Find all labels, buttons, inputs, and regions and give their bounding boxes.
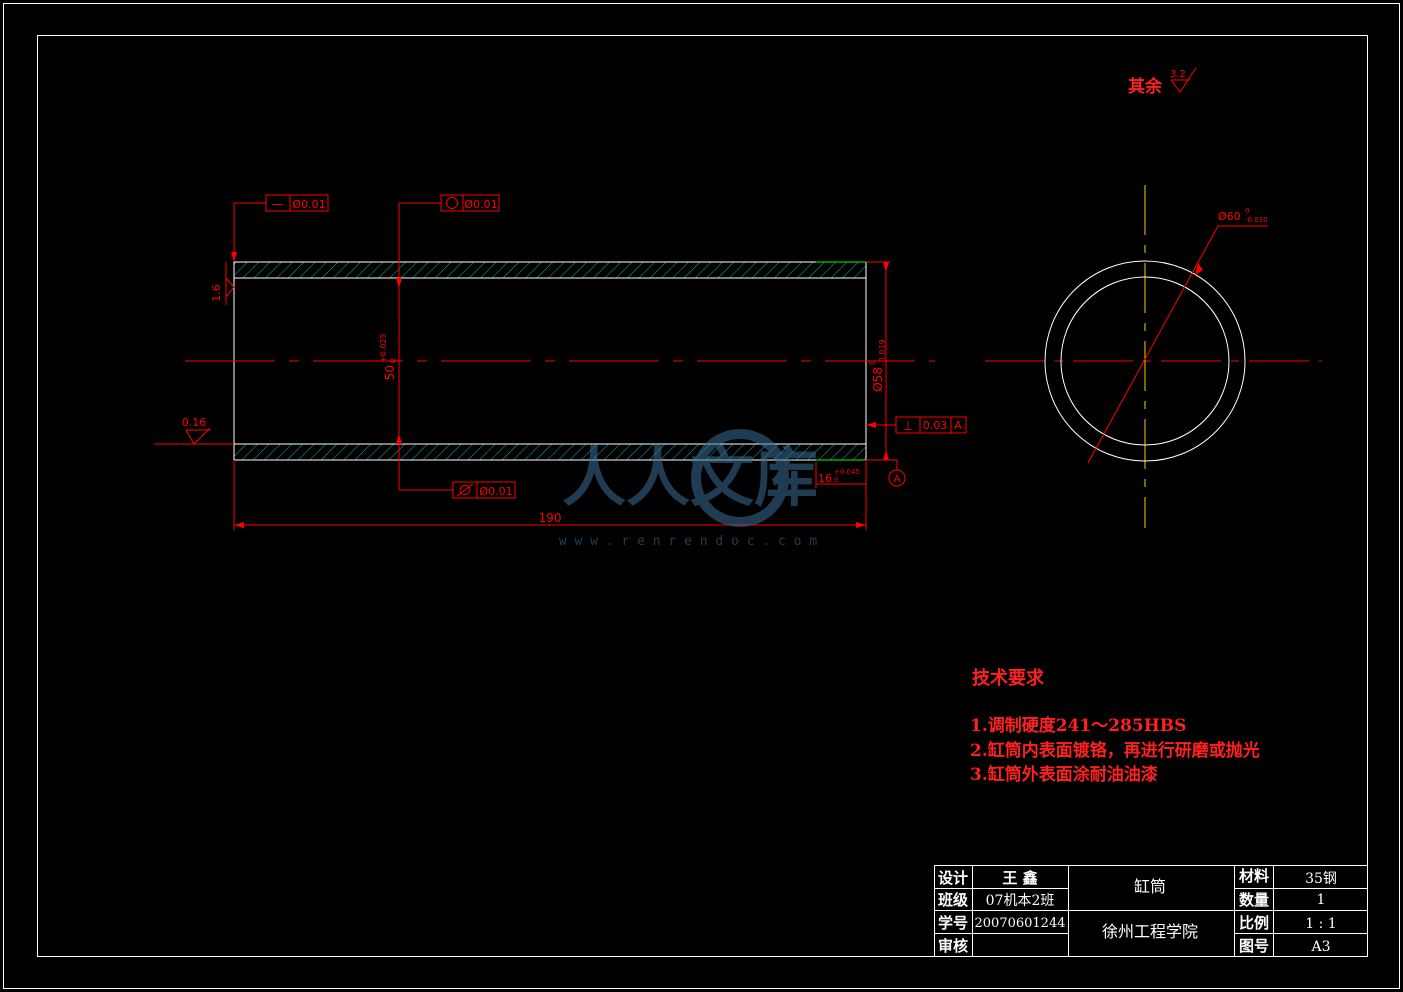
circularity-icon xyxy=(446,197,458,209)
cylindricity-icon xyxy=(456,483,474,497)
tb-value-drawing-no: A3 xyxy=(1310,939,1330,955)
straightness-gdt: — Ø0.01 xyxy=(231,194,329,262)
tb-label-scale: 比例 xyxy=(1239,914,1269,932)
depth-tol-lower: 0 xyxy=(834,476,838,484)
perpendicularity-value: 0.03 xyxy=(923,419,948,432)
roughness-left-top: 1.6 xyxy=(210,262,235,305)
title-block-text: 设计 王 鑫 班级 07机本2班 学号 20070601244 审核 缸筒 徐州… xyxy=(938,867,1337,955)
watermark-url: w w w . r e n r e n d o c . c o m xyxy=(559,534,817,549)
tech-item-2: 2.缸筒内表面镀铬，再进行研磨或抛光 xyxy=(970,740,1260,761)
cylindricity-gdt: Ø0.01 xyxy=(399,481,516,499)
surface-finish-roughness: 3.2 xyxy=(1170,69,1186,80)
inner-frame xyxy=(37,35,1368,957)
front-view xyxy=(185,261,935,461)
cylindricity-value: Ø0.01 xyxy=(479,485,512,498)
tech-item-3: 3.缸筒外表面涂耐油油漆 xyxy=(970,764,1158,785)
watermark-text: 人人文库 xyxy=(562,442,818,516)
diameter-right-text: Ø60 xyxy=(1218,210,1241,223)
tb-value-id: 20070601244 xyxy=(975,916,1066,931)
straightness-symbol: — xyxy=(272,197,284,211)
tb-label-review: 审核 xyxy=(938,937,968,955)
watermark-logo-icon xyxy=(691,429,789,527)
tb-value-design: 王 鑫 xyxy=(1002,869,1037,887)
roughness-left-bottom: 0.16 xyxy=(154,416,234,445)
datum-a: A xyxy=(866,459,906,487)
tb-value-qty: 1 xyxy=(1317,892,1326,908)
bore-dim-text: 50 xyxy=(383,365,397,380)
datum-label: A xyxy=(894,474,901,485)
tb-part-name: 缸筒 xyxy=(1134,877,1166,896)
outer-frame xyxy=(3,3,1400,989)
length-text: 190 xyxy=(539,511,562,525)
outer-circle xyxy=(1044,260,1246,462)
watermark: 人人文库 w w w . r e n r e n d o c . c o m xyxy=(559,429,818,549)
depth-tol-upper: +0.045 xyxy=(834,468,860,476)
surface-finish-label: 其余 xyxy=(1128,76,1163,97)
bore-tol-upper: +0.025 xyxy=(379,333,388,363)
tb-label-id: 学号 xyxy=(938,914,968,932)
title-block xyxy=(934,865,1368,957)
tech-title: 技术要求 xyxy=(972,667,1045,689)
tb-label-drawing-no: 图号 xyxy=(1239,937,1269,955)
outer-dimension: Ø58 0 -0.019 xyxy=(866,261,890,461)
tb-label-design: 设计 xyxy=(938,869,968,887)
surface-finish-note: 其余 3.2 xyxy=(1128,67,1197,97)
circularity-value: Ø0.01 xyxy=(464,198,497,211)
depth-dimension: 16 +0.045 0 xyxy=(815,462,866,488)
tb-label-material: 材料 xyxy=(1239,867,1269,885)
roughness-left-bottom-value: 0.16 xyxy=(182,416,207,429)
outer-dim-text: Ø58 xyxy=(871,367,885,392)
perpendicularity-gdt: ⊥ 0.03 A xyxy=(866,416,967,434)
straightness-value: Ø0.01 xyxy=(292,198,325,211)
depth-text: 16 xyxy=(818,472,832,485)
bore-tol-lower: 0 xyxy=(389,358,398,363)
diameter-right-lower: -0.030 xyxy=(1245,216,1268,224)
circularity-gdt: Ø0.01 xyxy=(398,194,500,262)
length-dimension: 190 xyxy=(233,460,867,530)
bore-dimension: 50 +0.025 0 xyxy=(379,262,402,490)
outer-tol-upper: 0 xyxy=(868,360,877,365)
side-view: Ø60 0 -0.030 xyxy=(985,185,1322,528)
roughness-left-top-value: 1.6 xyxy=(210,284,223,302)
tech-requirements: 技术要求 1.调制硬度241～285HBS 2.缸筒内表面镀铬，再进行研磨或抛光… xyxy=(970,667,1260,785)
tb-label-class: 班级 xyxy=(938,891,969,909)
tb-label-qty: 数量 xyxy=(1239,891,1269,909)
tech-item-1: 1.调制硬度241～285HBS xyxy=(970,715,1186,736)
perpendicularity-symbol: ⊥ xyxy=(902,419,913,434)
outer-tol-lower: -0.019 xyxy=(878,339,887,365)
tb-value-class: 07机本2班 xyxy=(986,893,1055,909)
tb-value-material: 35钢 xyxy=(1305,871,1337,887)
top-wall-hatch xyxy=(233,261,867,279)
perpendicularity-datum: A xyxy=(954,419,962,432)
tb-value-scale: 1 : 1 xyxy=(1305,916,1336,932)
inner-circle xyxy=(1060,276,1230,446)
diameter-right-upper: 0 xyxy=(1245,207,1249,215)
tb-school: 徐州工程学院 xyxy=(1102,922,1198,941)
